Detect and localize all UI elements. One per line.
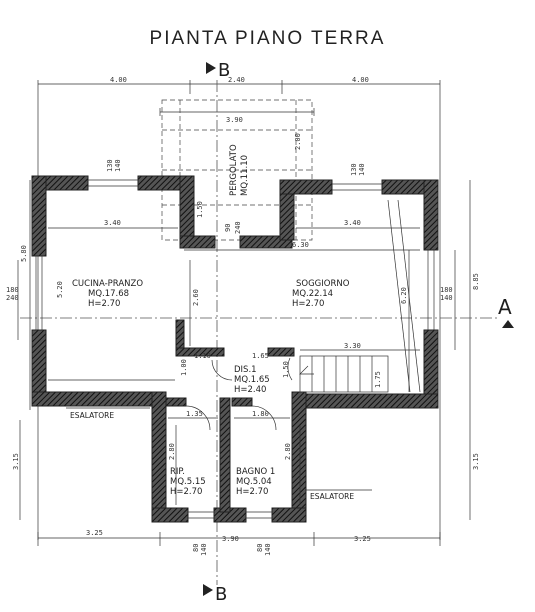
dim-bot-80a: 80	[192, 544, 200, 552]
walls	[31, 175, 439, 523]
room-area: MQ.5.15	[170, 477, 206, 487]
dim-left-315: 3.15	[12, 453, 20, 470]
room-height: H=2.70	[292, 299, 324, 309]
esalatore-right-label: ESALATORE	[310, 492, 354, 501]
dim-dis-110: 1.10	[194, 352, 211, 360]
room-area: MQ.5.04	[236, 477, 272, 487]
dim-dis-150: 1.50	[282, 361, 290, 378]
dim-mid-260: 2.60	[192, 289, 200, 306]
esalatore-left-label: ESALATORE	[70, 411, 114, 420]
section-lines	[20, 80, 500, 585]
dim-right-315: 3.15	[472, 453, 480, 470]
room-area: MQ.11.10	[240, 155, 250, 196]
room-bagno: BAGNO 1 MQ.5.04 H=2.70	[236, 467, 275, 497]
dim-bagno-280: 2.80	[284, 443, 292, 460]
door-swings	[185, 357, 293, 431]
dim-soggiorno-w: 3.40	[344, 219, 361, 227]
plan-title: PIANTA PIANO TERRA	[149, 28, 386, 49]
room-soggiorno: SOGGIORNO MQ.22.14 H=2.70	[292, 279, 350, 309]
room-name: RIP.	[170, 467, 185, 477]
dim-left-580: 5.80	[20, 245, 28, 262]
dim-cucina-w: 3.40	[104, 219, 121, 227]
room-name: DIS.1	[234, 365, 257, 375]
dim-bagno-180: 1.80	[252, 410, 269, 418]
room-name: SOGGIORNO	[296, 279, 350, 289]
room-dis: DIS.1 MQ.1.65 H=2.40	[234, 365, 270, 395]
inner-dimension-lines	[48, 227, 420, 505]
room-pergolato: PERGOLATO MQ.11.10	[229, 144, 250, 196]
dim-right-b: 140	[440, 294, 453, 302]
dim-90: 90	[224, 224, 232, 232]
dim-right-outer: 8.85	[472, 273, 480, 290]
room-cucina: CUCINA-PRANZO MQ.17.68 H=2.70	[72, 279, 143, 309]
dim-win-left-2: 140	[114, 159, 122, 172]
room-height: H=2.70	[236, 487, 268, 497]
room-name: BAGNO 1	[236, 467, 275, 477]
dim-bot-140a: 140	[200, 543, 208, 556]
esalatore-left: ESALATORE	[66, 407, 150, 420]
room-name: PERGOLATO	[229, 144, 239, 196]
dim-pergola-side: 1.50	[196, 201, 204, 218]
section-b-top-label: B	[218, 60, 230, 81]
section-marker-a-right: A	[498, 295, 514, 328]
dim-win-left: 130	[106, 159, 114, 172]
dimension-labels: 4.00 2.40 4.00 3.90 2.00 1.50 130 140 13…	[6, 76, 480, 556]
dimension-lines	[17, 80, 471, 546]
dim-pergola-w: 3.90	[226, 116, 243, 124]
dim-bot-left: 3.25	[86, 529, 103, 537]
esalatore-right: ESALATORE	[306, 489, 372, 501]
dim-stair-175: 1.75	[374, 371, 382, 388]
section-b-bottom-label: B	[215, 584, 227, 605]
room-height: H=2.70	[170, 487, 202, 497]
dim-dis-165: 1.65	[252, 352, 269, 360]
dim-left-240: 240	[6, 294, 19, 302]
dim-rip-280: 2.80	[168, 443, 176, 460]
dim-left-520: 5.20	[56, 281, 64, 298]
dim-soggiorno-full: 6.30	[292, 241, 309, 249]
room-area: MQ.17.68	[88, 289, 129, 299]
dim-top-mid: 2.40	[228, 76, 245, 84]
dim-stair-330: 3.30	[344, 342, 361, 350]
room-area: MQ.1.65	[234, 375, 270, 385]
room-height: H=2.70	[88, 299, 120, 309]
dim-win-right: 130	[350, 163, 358, 176]
room-rip: RIP. MQ.5.15 H=2.70	[170, 467, 206, 497]
dim-top-right: 4.00	[352, 76, 369, 84]
windows	[35, 179, 435, 519]
dim-rip-135: 1.35	[186, 410, 203, 418]
dim-bot-140b: 140	[264, 543, 272, 556]
dim-bot-right: 3.25	[354, 535, 371, 543]
room-height: H=2.40	[234, 385, 266, 395]
room-area: MQ.22.14	[292, 289, 333, 299]
dim-win-right-2: 140	[358, 163, 366, 176]
dim-pergola-h: 2.00	[294, 133, 302, 150]
dim-right-620: 6.20	[400, 287, 408, 304]
section-a-label: A	[498, 295, 512, 319]
dim-240: 240	[234, 221, 242, 234]
section-marker-b-top: B	[206, 60, 230, 81]
section-marker-b-bottom: B	[203, 584, 227, 605]
dim-dis-100: 1.00	[180, 359, 188, 376]
room-name: CUCINA-PRANZO	[72, 279, 143, 289]
dim-left-180: 180	[6, 286, 19, 294]
dim-top-left: 4.00	[110, 76, 127, 84]
dim-bot-mid: 3.90	[222, 535, 239, 543]
dim-bot-80b: 80	[256, 544, 264, 552]
dim-right-a: 180	[440, 286, 453, 294]
